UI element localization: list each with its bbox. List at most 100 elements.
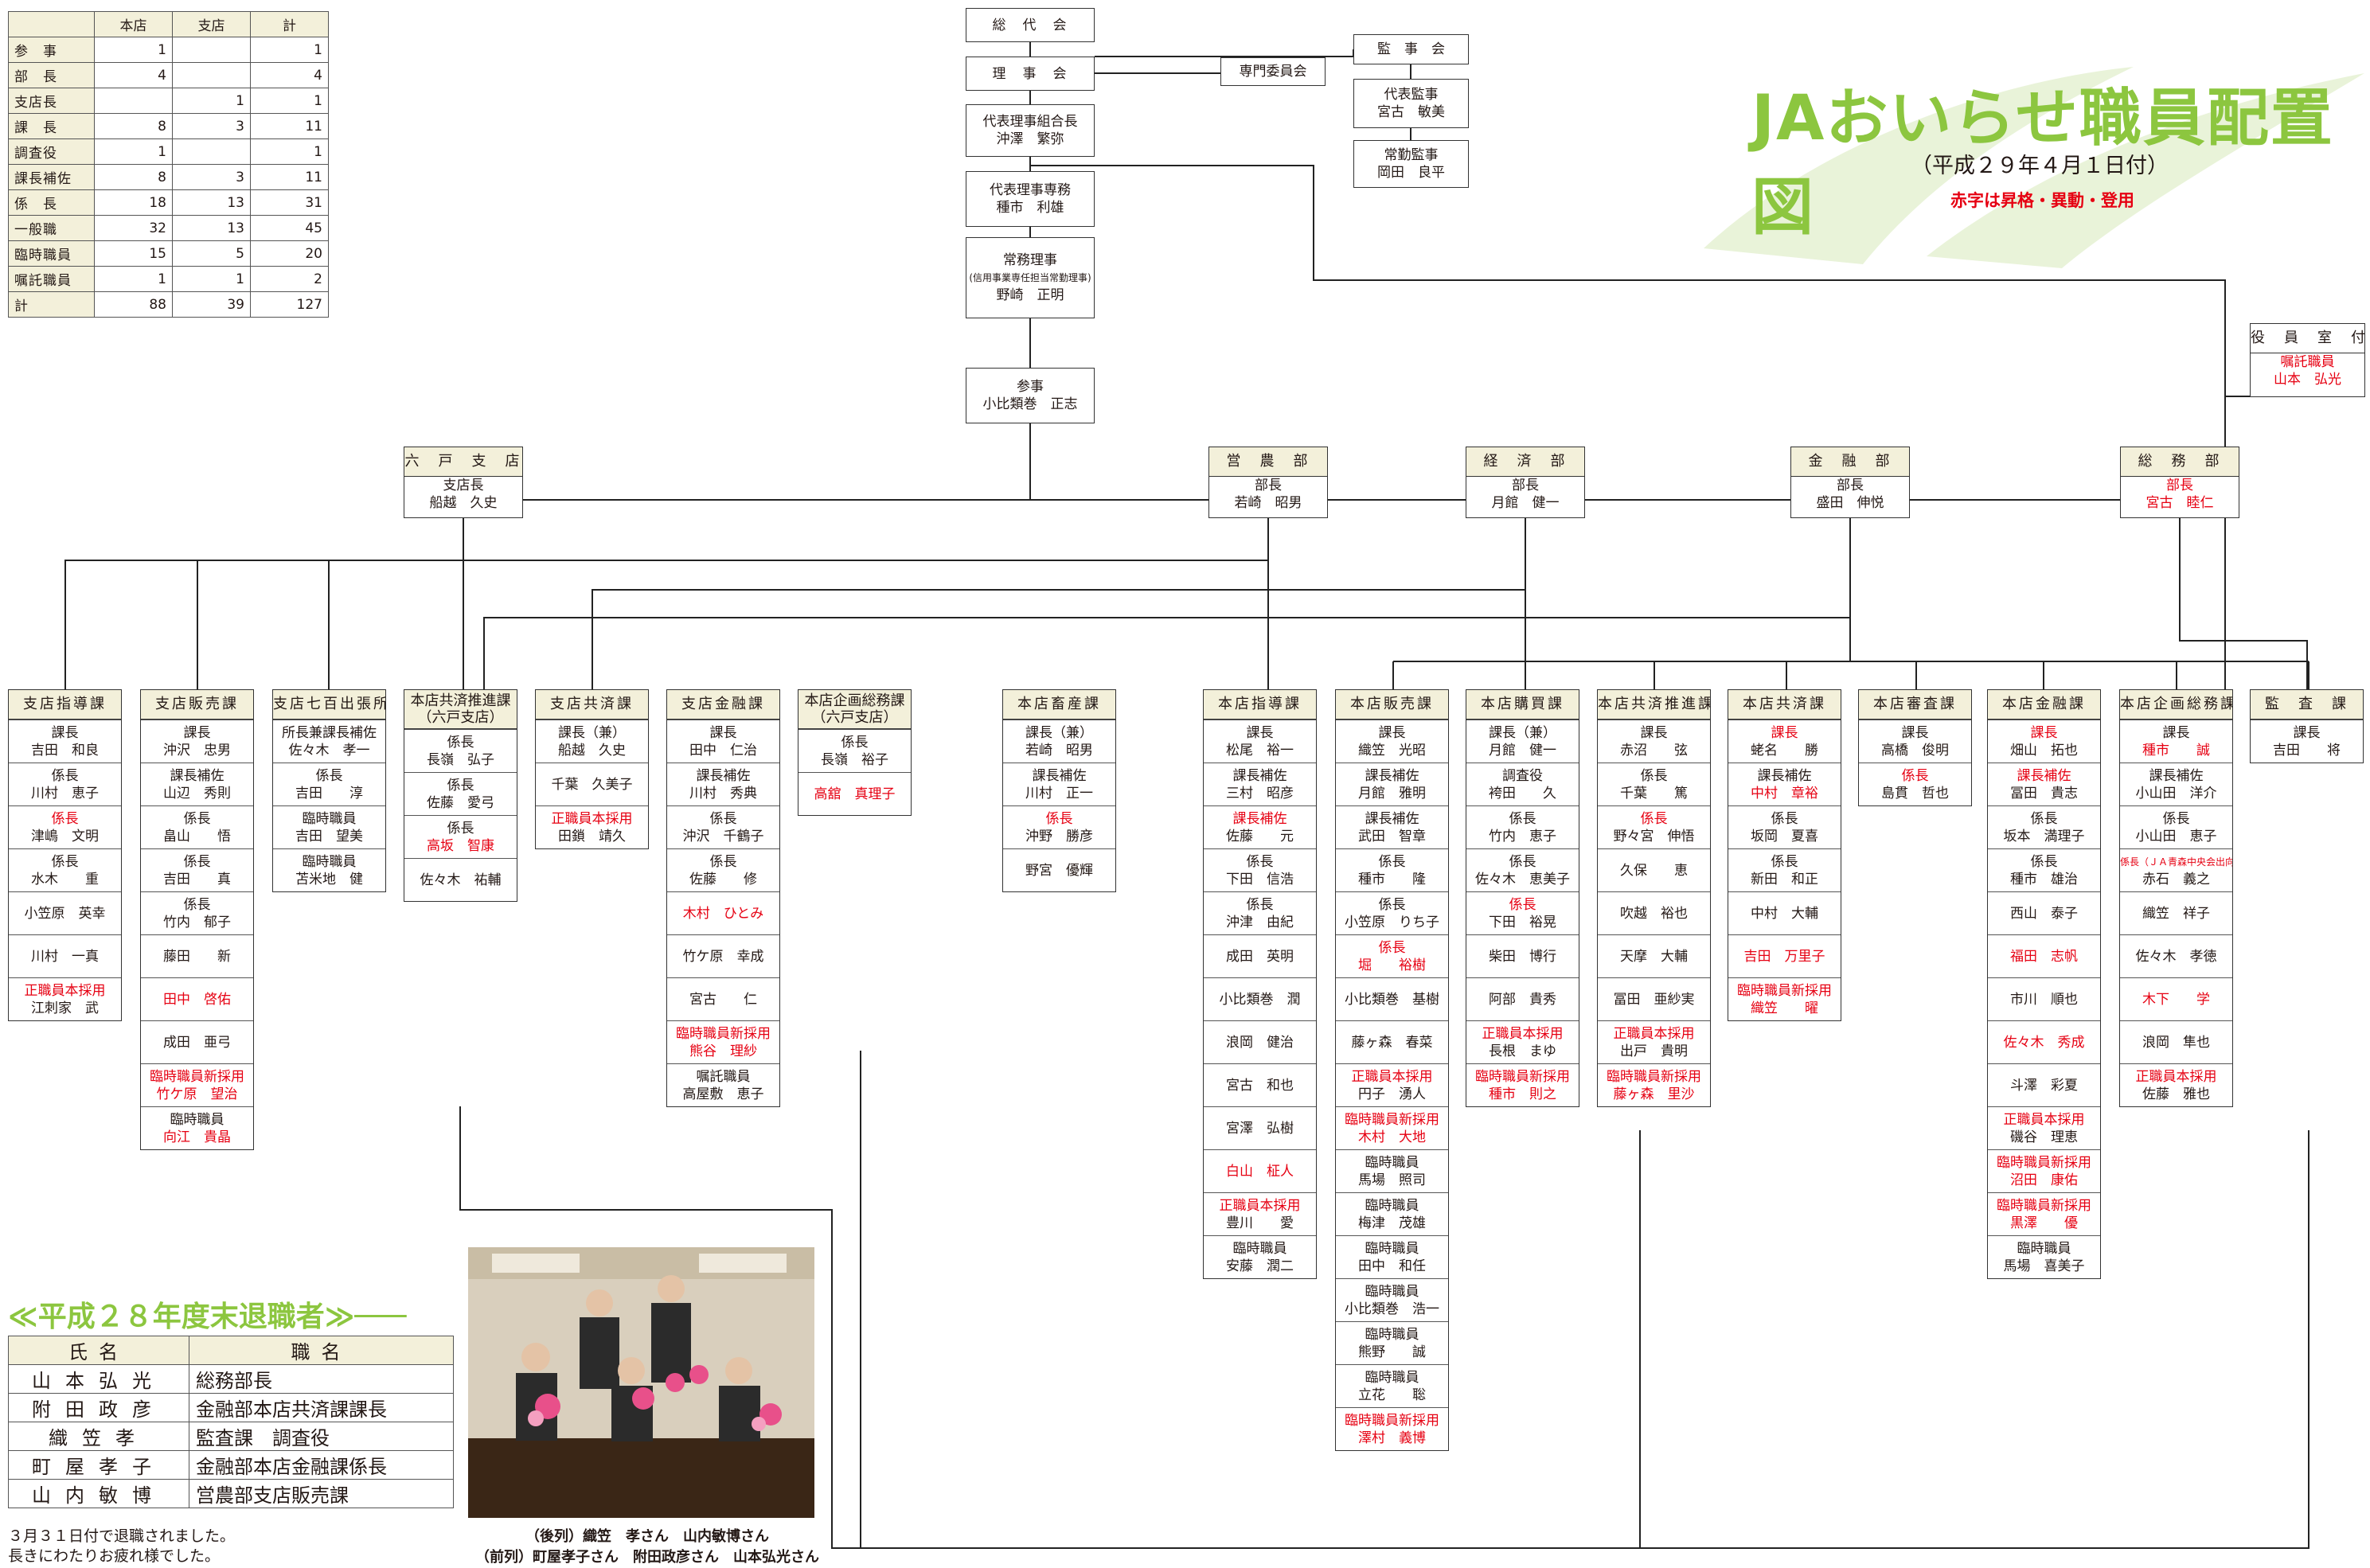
staff-text: 係長	[1771, 810, 1798, 827]
department-line: 盛田 伸悦	[1816, 495, 1884, 511]
staff-text: 臨時職員新採用	[1475, 1068, 1570, 1085]
staff-text: 市川 順也	[2010, 991, 2078, 1008]
shiten-count	[172, 37, 251, 63]
staff-text: 正職員本採用	[2135, 1068, 2217, 1085]
shiten-count: 39	[172, 291, 251, 318]
staff-entry: 正職員本採用江刺家 武	[9, 977, 121, 1020]
staff-text: 木下 学	[2142, 991, 2210, 1008]
total-count: 1	[250, 88, 329, 114]
staff-entry: 係長堀 裕樹	[1336, 934, 1448, 977]
staff-text: 臨時職員	[1365, 1197, 1419, 1214]
staff-text: 長嶺 裕子	[821, 751, 888, 768]
honten-count: 15	[94, 240, 173, 267]
total-count: 11	[250, 113, 329, 139]
staff-text: 野々宮 伸悟	[1613, 828, 1695, 844]
staff-text: 織笠 曜	[1751, 1000, 1818, 1016]
staff-text: 臨時職員新採用	[1345, 1412, 1439, 1429]
staff-entry: 久保 恵	[1598, 848, 1710, 891]
staff-entry: 高舘 真理子	[798, 772, 911, 815]
department-line: 若崎 昭男	[1234, 495, 1302, 511]
row-label: 部 長	[8, 62, 95, 88]
staff-text: 臨時職員	[1232, 1240, 1287, 1257]
board-of-directors-box: 理 事 会	[966, 57, 1095, 91]
staff-entry: 課長補佐佐藤 元	[1204, 805, 1316, 848]
honten-count: 18	[94, 189, 173, 216]
executive-office-line: 嘱託職員	[2280, 354, 2335, 370]
staff-text: 佐々木 祐輔	[420, 872, 502, 888]
staff-text: 課長補佐	[696, 767, 751, 784]
retirees-note-line: 長きにわたりお疲れ様でした。	[8, 1547, 221, 1565]
section-header: 支店指導課	[9, 690, 121, 720]
staff-text: 高舘 真理子	[814, 786, 896, 802]
staff-entry: 臨時職員新採用熊谷 理紗	[667, 1020, 779, 1063]
chairman-box: 代表理事組合長沖澤 繁弥	[966, 104, 1095, 157]
department-line: 支店長	[443, 478, 484, 493]
staff-text: 臨時職員	[1365, 1283, 1419, 1300]
staff-entry: 小笠原 英幸	[9, 891, 121, 934]
staff-text: 臨時職員新採用	[1345, 1111, 1439, 1128]
section-box: 本店審査課課長高橋 俊明係長島貫 哲也	[1858, 689, 1972, 806]
staff-entry: 係長千葉 篤	[1598, 763, 1710, 805]
staff-text: 係長	[1378, 853, 1406, 870]
retiree-name: 附田政彦	[8, 1393, 189, 1422]
retirees-note: ３月３１日付で退職されました。 長きにわたりお疲れ様でした。	[8, 1527, 235, 1566]
connector-line	[1640, 1130, 2309, 1549]
staff-text: 斗澤 彩夏	[2010, 1077, 2078, 1094]
staff-text: 藤ヶ森 里沙	[1613, 1086, 1695, 1102]
staff-text: 調査役	[1502, 767, 1543, 784]
staff-text: 船越 久史	[558, 742, 626, 759]
staff-entry: 正職員本採用円子 湧人	[1336, 1063, 1448, 1106]
department-line: 月館 健一	[1491, 495, 1560, 511]
staff-entry: 係長竹内 恵子	[1466, 805, 1579, 848]
staff-entry: 天摩 大輔	[1598, 934, 1710, 977]
staff-text: 課長	[183, 724, 211, 741]
senior-managing-director-box-line: 種市 利雄	[996, 200, 1064, 216]
auditors-board-box: 監 事 会	[1353, 34, 1469, 64]
staff-entry: 臨時職員新採用澤村 義博	[1336, 1407, 1448, 1450]
staff-entry: 課長補佐川村 正一	[1003, 763, 1115, 805]
staff-text: 係長	[51, 810, 79, 827]
staff-text: 係長	[1640, 810, 1668, 827]
staff-text: 出戸 貴明	[1620, 1043, 1688, 1059]
section-header-line2: （六戸支店）	[417, 709, 504, 726]
honten-count: 4	[94, 62, 173, 88]
staff-text: 課長補佐	[1365, 810, 1419, 827]
staff-text: 係長	[315, 767, 343, 784]
staff-entry: 所長兼課長補佐佐々木 孝一	[273, 720, 385, 763]
retiree-position: 総務部長	[189, 1364, 454, 1394]
staff-entry: 臨時職員新採用藤ヶ森 里沙	[1598, 1063, 1710, 1106]
staff-text: 吉田 将	[2273, 742, 2341, 759]
section-box: 本店金融課課長畑山 拓也課長補佐冨田 貴志係長坂本 満理子係長種市 雄治西山 泰…	[1987, 689, 2101, 1279]
staff-text: 西山 泰子	[2010, 905, 2078, 922]
section-header: 本店畜産課	[1003, 690, 1115, 720]
connector-line	[64, 518, 1269, 689]
senior-managing-director-box: 代表理事専務種市 利雄	[966, 171, 1095, 227]
total-count: 1	[250, 37, 329, 63]
staff-entry: 臨時職員新採用種市 則之	[1466, 1063, 1579, 1106]
staff-text: 沖沢 忠男	[163, 742, 231, 759]
staff-text: 佐々木 孝一	[288, 742, 370, 759]
staff-text: 沖津 由紀	[1226, 914, 1294, 930]
section-header: 支店金融課	[667, 690, 779, 720]
department-line: 部長	[2166, 478, 2193, 493]
staff-entry: 課長（兼）月館 健一	[1466, 720, 1579, 763]
staff-text: 澤村 義博	[1358, 1430, 1426, 1446]
staff-entry: 織笠 祥子	[2120, 891, 2232, 934]
staff-text: 佐藤 愛弓	[427, 794, 494, 811]
staff-text: 堀 裕樹	[1358, 957, 1426, 973]
staff-text: 臨時職員	[1365, 1326, 1419, 1343]
header-blank	[8, 11, 95, 37]
staff-text: 佐々木 孝徳	[2135, 948, 2217, 965]
staff-text: 中村 大輔	[1751, 905, 1818, 922]
honten-count: 88	[94, 291, 173, 318]
table-row: 織笠孝監査課 調査役	[8, 1422, 454, 1451]
staff-entry: 課長補佐冨田 貴志	[1988, 763, 2100, 805]
staff-entry: 係長種市 雄治	[1988, 848, 2100, 891]
staff-text: 竹内 恵子	[1489, 828, 1556, 844]
staff-text: 円子 湧人	[1358, 1086, 1426, 1102]
staff-text: 係長	[1901, 767, 1929, 784]
staff-text: 所長兼課長補佐	[282, 724, 377, 741]
staff-text: 係長	[447, 777, 474, 794]
